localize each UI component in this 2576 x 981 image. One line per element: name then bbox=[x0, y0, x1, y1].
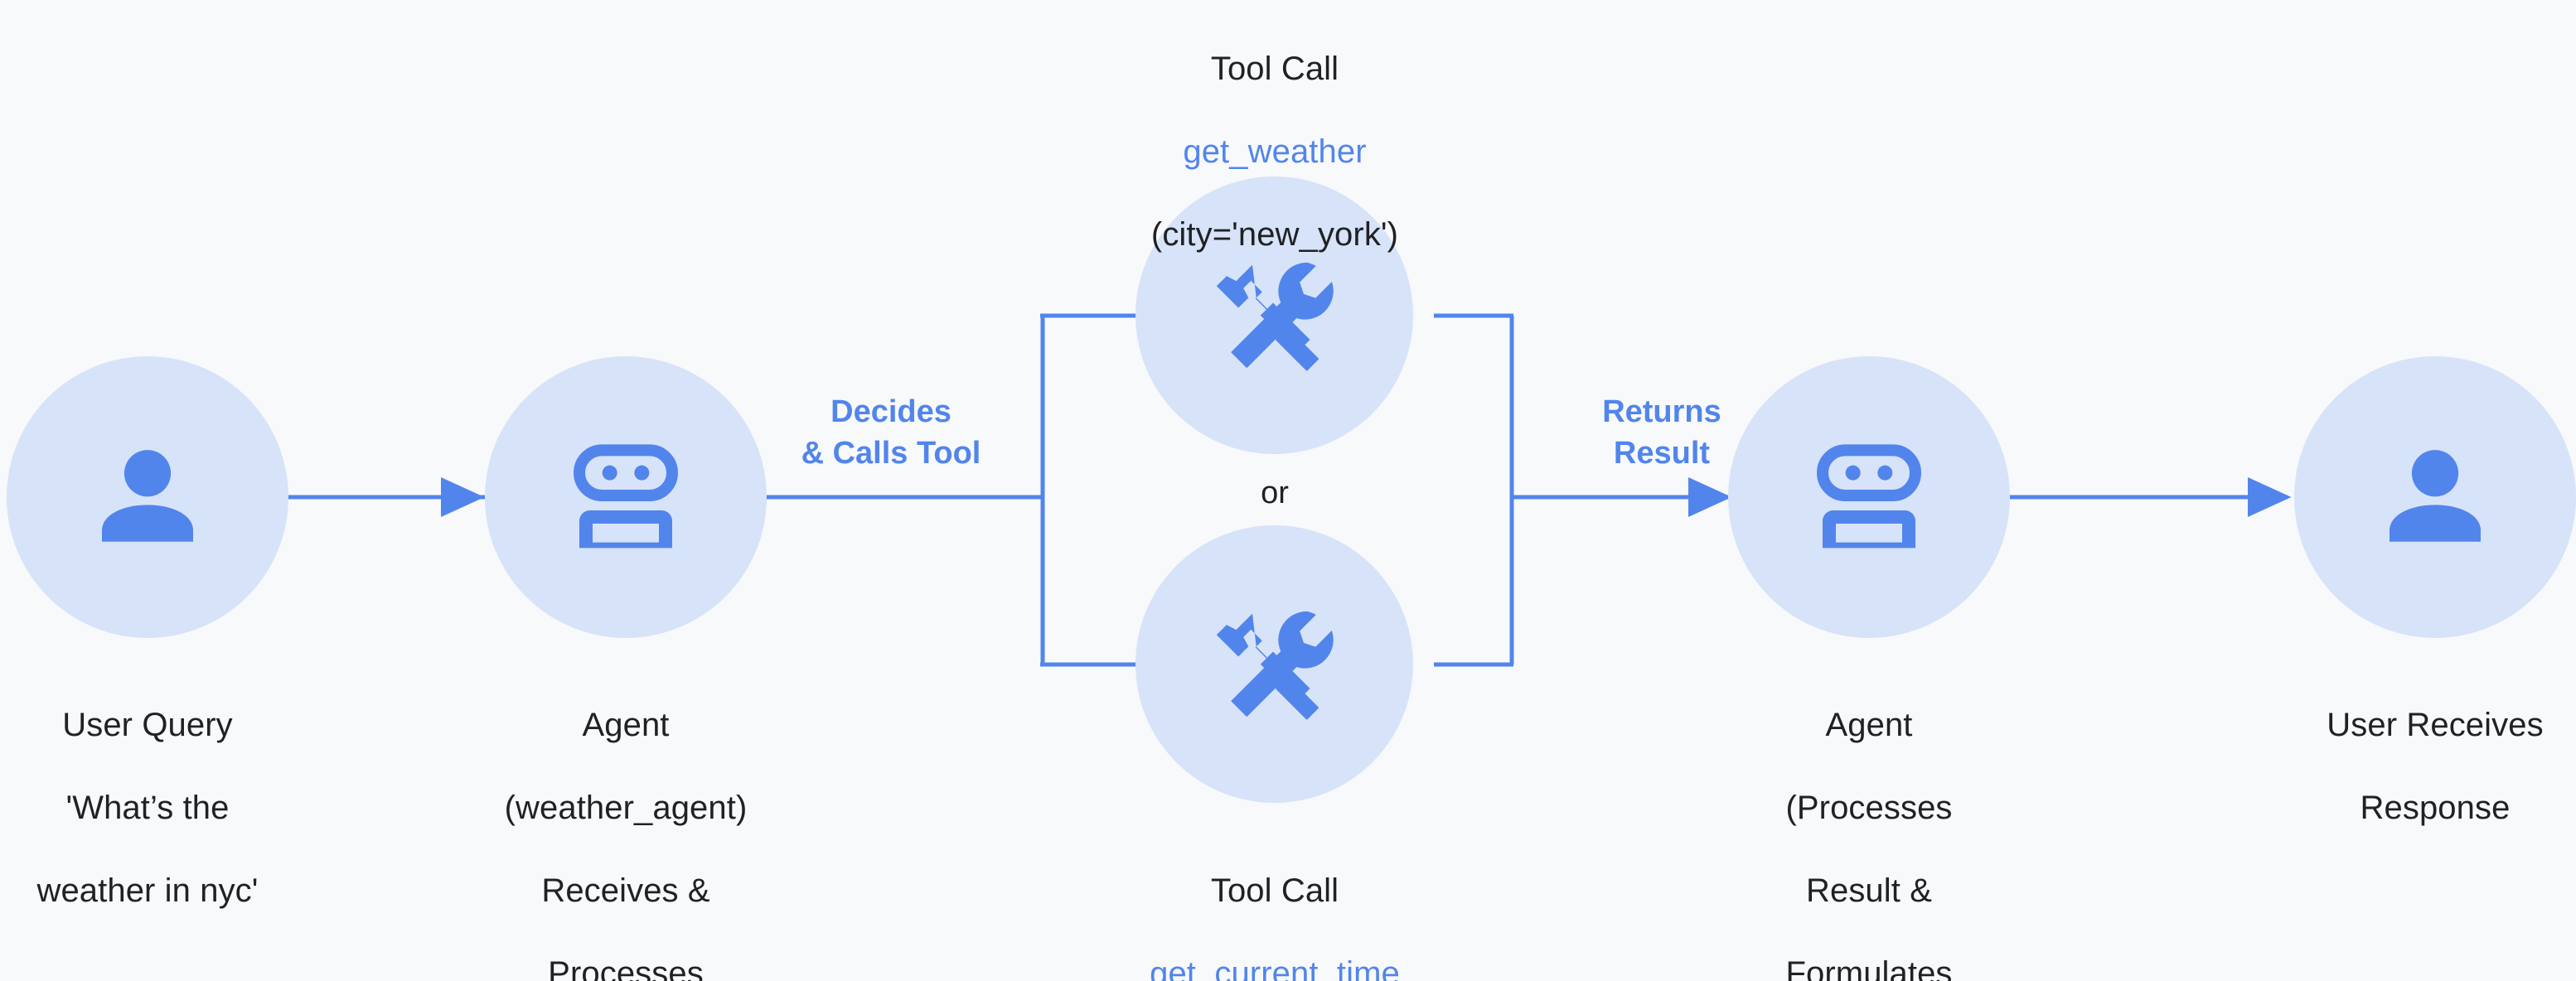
caption-line: 'What’s the bbox=[65, 790, 230, 826]
node-user-receives[interactable] bbox=[2294, 356, 2576, 638]
caption-line: Tool Call bbox=[1210, 51, 1339, 87]
caption-user-receives: User Receives Response bbox=[2253, 663, 2576, 870]
edge-label-decides: Decides & Calls Tool bbox=[801, 394, 981, 471]
caption-line: Formulates bbox=[1785, 955, 1953, 981]
person-icon bbox=[2373, 435, 2497, 559]
caption-line: Response bbox=[2360, 790, 2511, 826]
caption-line: (city='new_york') bbox=[1150, 216, 1399, 253]
caption-user-query: User Query 'What’s the weather in nyc' bbox=[0, 663, 330, 953]
caption-agent-receives: Agent (weather_agent) Receives & Process… bbox=[443, 663, 808, 981]
node-tool-get-current-time[interactable] bbox=[1135, 525, 1413, 803]
robot-icon bbox=[559, 431, 692, 563]
edge-label-returns: Returns Result bbox=[1602, 394, 1721, 471]
caption-function-name: get_weather bbox=[1183, 133, 1367, 170]
caption-line: Tool Call bbox=[1210, 872, 1339, 909]
caption-line: Result & bbox=[1806, 872, 1932, 909]
branch-or-label: or bbox=[1261, 476, 1289, 510]
node-user-query[interactable] bbox=[7, 356, 288, 638]
caption-line: Receives & bbox=[541, 872, 710, 909]
caption-line: (Processes bbox=[1785, 790, 1953, 826]
node-agent-receives[interactable] bbox=[485, 356, 767, 638]
caption-line: Agent bbox=[582, 707, 670, 743]
caption-line: User Query bbox=[62, 707, 233, 743]
caption-line: Agent bbox=[1825, 707, 1913, 743]
caption-function-name: get_current_time bbox=[1150, 955, 1400, 981]
caption-line: (weather_agent) bbox=[504, 790, 748, 826]
robot-icon bbox=[1803, 431, 1935, 563]
node-agent-processes[interactable] bbox=[1728, 356, 2010, 638]
person-icon bbox=[85, 435, 210, 559]
tools-icon bbox=[1208, 249, 1342, 383]
caption-tool-get-weather: Tool Call get_weather (city='new_york') bbox=[1092, 7, 1457, 297]
caption-tool-get-current-time: Tool Call get_current_time bbox=[1092, 829, 1457, 981]
caption-line: User Receives bbox=[2327, 707, 2544, 743]
tools-icon bbox=[1208, 597, 1342, 732]
caption-line: Processes bbox=[548, 955, 704, 981]
caption-line: weather in nyc' bbox=[36, 872, 259, 909]
caption-agent-processes: Agent (Processes Result & Formulates Res… bbox=[1687, 663, 2051, 981]
node-tool-get-weather[interactable] bbox=[1135, 176, 1413, 454]
